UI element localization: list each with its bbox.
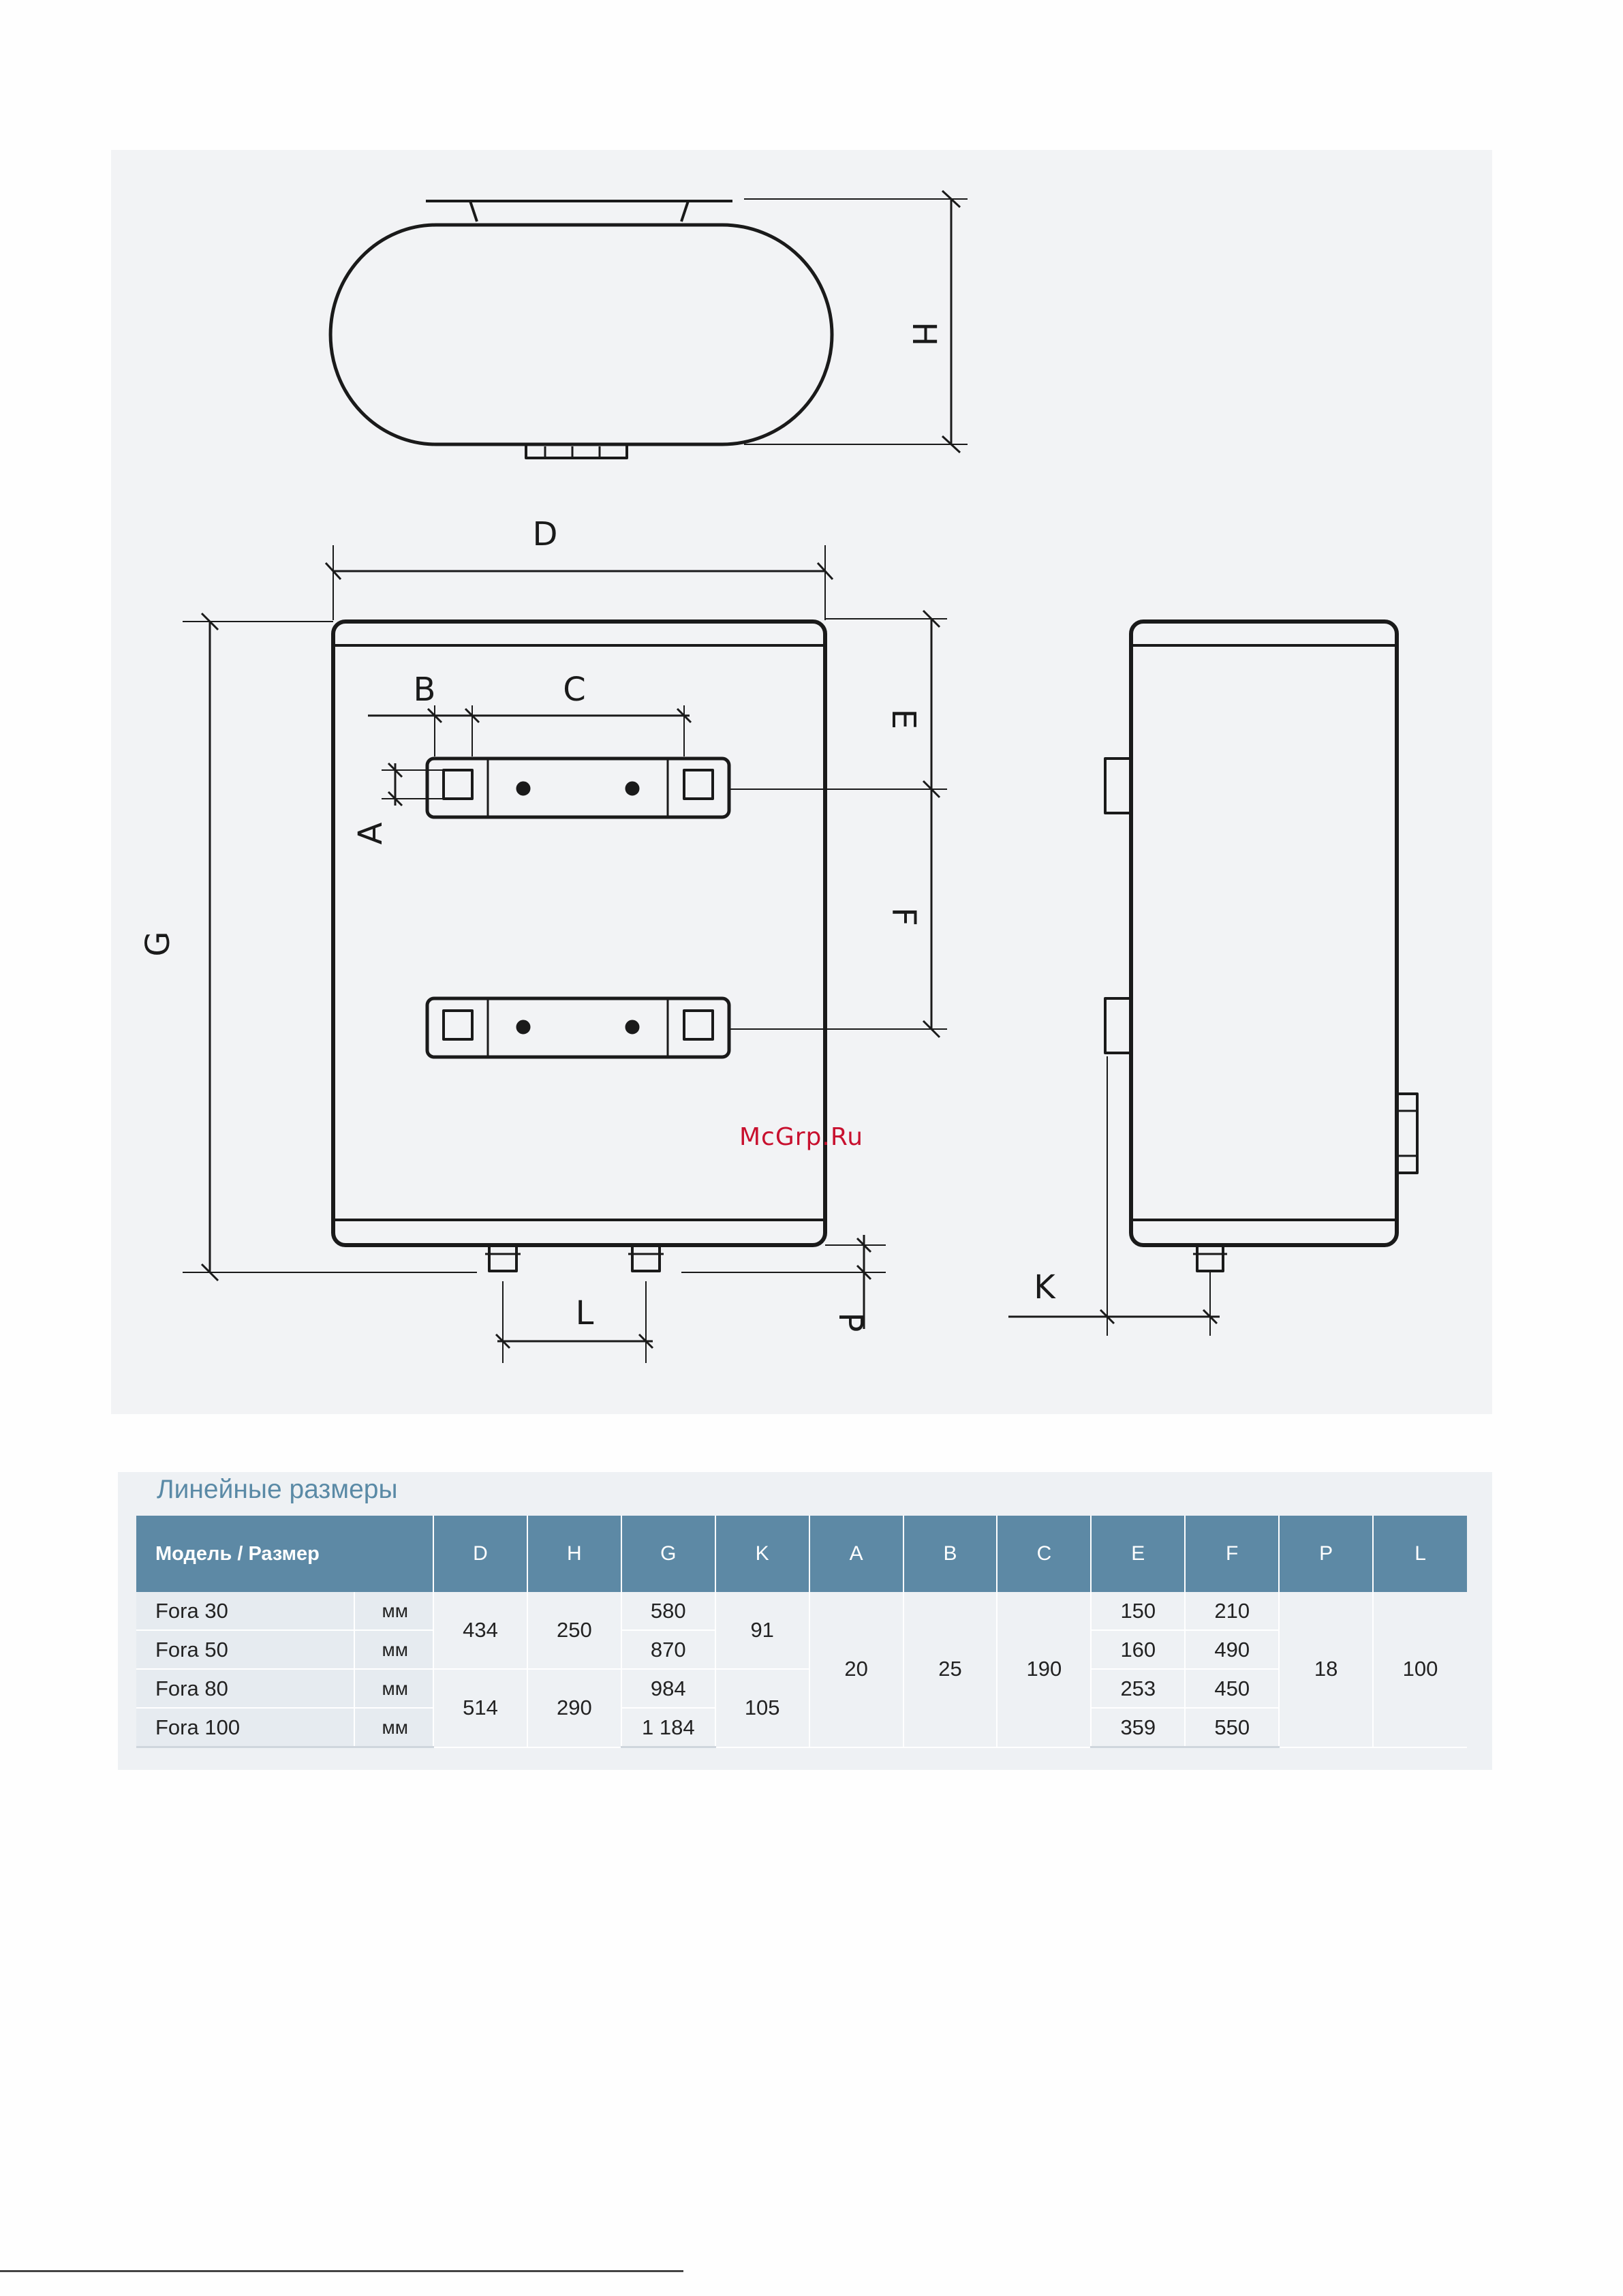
cell-D: 514 bbox=[433, 1669, 527, 1747]
label-E: E bbox=[884, 709, 923, 729]
cell-G: 984 bbox=[621, 1669, 715, 1708]
header-E: E bbox=[1091, 1516, 1185, 1592]
dimension-drawing: D B C L K H E F P G A bbox=[111, 150, 1492, 1414]
cell-G: 1 184 bbox=[621, 1708, 715, 1747]
watermark: McGrp.Ru bbox=[739, 1123, 863, 1151]
model-name: Fora 100 bbox=[136, 1708, 354, 1747]
header-F: F bbox=[1185, 1516, 1279, 1592]
header-model: Модель / Размер bbox=[136, 1516, 433, 1592]
label-D: D bbox=[533, 515, 558, 553]
cell-P: 18 bbox=[1279, 1592, 1373, 1747]
drawing-panel: D B C L K H E F P G A bbox=[111, 150, 1492, 1414]
cell-H: 250 bbox=[527, 1592, 621, 1669]
cell-F: 450 bbox=[1185, 1669, 1279, 1708]
label-K: K bbox=[1034, 1268, 1056, 1306]
cell-C: 190 bbox=[997, 1592, 1091, 1747]
side-control-box bbox=[1397, 1094, 1417, 1173]
unit-cell: мм bbox=[354, 1592, 433, 1630]
cell-G: 870 bbox=[621, 1630, 715, 1669]
header-H: H bbox=[527, 1516, 621, 1592]
cell-F: 550 bbox=[1185, 1708, 1279, 1747]
cell-K: 105 bbox=[715, 1669, 809, 1747]
cell-K: 91 bbox=[715, 1592, 809, 1669]
side-view-body bbox=[1131, 622, 1397, 1245]
cell-A: 20 bbox=[809, 1592, 903, 1747]
cell-H: 290 bbox=[527, 1669, 621, 1747]
side-pipe bbox=[1197, 1245, 1223, 1271]
unit-cell: мм bbox=[354, 1708, 433, 1747]
table-row: Fora 30 мм 434 250 580 91 20 25 190 150 … bbox=[136, 1592, 1467, 1630]
cell-E: 253 bbox=[1091, 1669, 1185, 1708]
label-F: F bbox=[884, 907, 923, 926]
top-view-body bbox=[330, 225, 832, 444]
pipe-left bbox=[489, 1245, 516, 1271]
label-L: L bbox=[576, 1294, 594, 1332]
cell-B: 25 bbox=[903, 1592, 998, 1747]
cell-L: 100 bbox=[1373, 1592, 1467, 1747]
table-title: Линейные размеры bbox=[157, 1475, 398, 1505]
pipe-right bbox=[632, 1245, 660, 1271]
dimensions-table: Модель / Размер D H G K A B C E F P L Fo… bbox=[136, 1516, 1467, 1748]
header-A: A bbox=[809, 1516, 903, 1592]
model-name: Fora 80 bbox=[136, 1669, 354, 1708]
header-C: C bbox=[997, 1516, 1091, 1592]
cell-E: 160 bbox=[1091, 1630, 1185, 1669]
header-D: D bbox=[433, 1516, 527, 1592]
side-bracket-lower bbox=[1105, 998, 1131, 1053]
header-K: K bbox=[715, 1516, 809, 1592]
cell-E: 150 bbox=[1091, 1592, 1185, 1630]
label-A: A bbox=[352, 822, 390, 844]
header-G: G bbox=[621, 1516, 715, 1592]
label-G: G bbox=[139, 931, 177, 956]
cell-F: 210 bbox=[1185, 1592, 1279, 1630]
side-bracket-upper bbox=[1105, 759, 1131, 813]
top-view-bracket bbox=[426, 201, 732, 221]
model-name: Fora 30 bbox=[136, 1592, 354, 1630]
cell-F: 490 bbox=[1185, 1630, 1279, 1669]
header-L: L bbox=[1373, 1516, 1467, 1592]
label-P: P bbox=[831, 1313, 869, 1332]
model-name: Fora 50 bbox=[136, 1630, 354, 1669]
dimensions-section: Линейные размеры Модель / Размер D H G K… bbox=[118, 1472, 1492, 1770]
unit-cell: мм bbox=[354, 1630, 433, 1669]
cell-E: 359 bbox=[1091, 1708, 1185, 1747]
label-C: C bbox=[563, 671, 586, 709]
cell-G: 580 bbox=[621, 1592, 715, 1630]
label-H: H bbox=[905, 322, 943, 346]
header-P: P bbox=[1279, 1516, 1373, 1592]
footer-rule bbox=[0, 2270, 683, 2272]
cell-D: 434 bbox=[433, 1592, 527, 1669]
table-row: Fora 80 мм 514 290 984 105 253 450 bbox=[136, 1669, 1467, 1708]
label-B: B bbox=[414, 671, 436, 709]
unit-cell: мм bbox=[354, 1669, 433, 1708]
header-B: B bbox=[903, 1516, 998, 1592]
top-view-connector bbox=[526, 444, 627, 458]
table-header-row: Модель / Размер D H G K A B C E F P L bbox=[136, 1516, 1467, 1592]
